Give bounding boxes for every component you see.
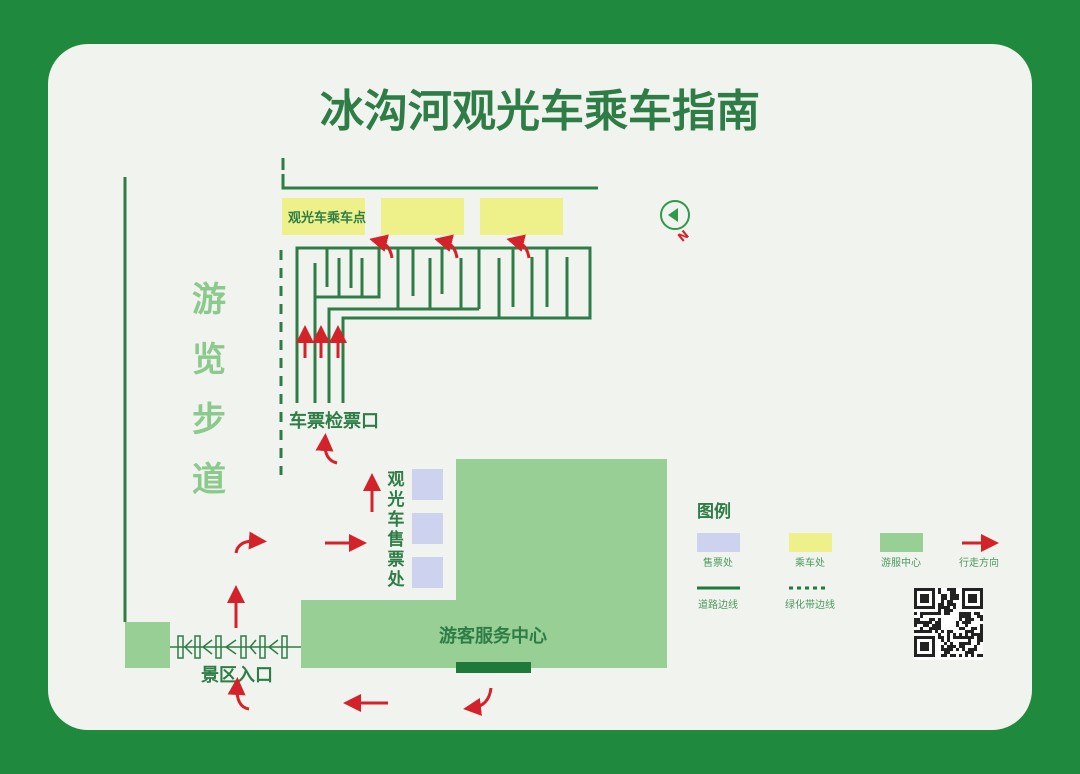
road-edge-top — [281, 174, 598, 190]
legend-title: 图例 — [697, 501, 731, 522]
direction-arrow — [369, 234, 394, 259]
boarding-area-3 — [480, 198, 563, 235]
ticket-office-char: 票 — [388, 550, 405, 570]
direction-arrow — [434, 234, 459, 259]
legend-label: 道路边线 — [698, 598, 738, 611]
entrance-label: 景区入口 — [201, 665, 273, 686]
ticket-office-char: 处 — [387, 569, 406, 590]
walkway-label: 游 览 步 道 — [192, 280, 226, 500]
boarding-point-label: 观光车乘车点 — [288, 210, 366, 226]
ticket-window — [412, 513, 443, 544]
ticket-office-char: 光 — [387, 489, 405, 510]
direction-arrow — [506, 234, 531, 259]
page-title: 冰沟河观光车乘车指南 — [320, 86, 760, 137]
legend-label: 乘车处 — [795, 556, 825, 569]
legend-swatch-boarding — [789, 533, 832, 552]
walkway-char: 游 — [192, 280, 226, 320]
legend-swatch-ticket — [697, 533, 740, 552]
compass-north-label: N — [675, 228, 692, 245]
legend-label: 售票处 — [703, 556, 733, 569]
walkway-char: 道 — [192, 460, 226, 500]
queue-maze — [295, 246, 592, 403]
visitor-center-label: 游客服务中心 — [439, 625, 547, 647]
legend-label: 行走方向 — [959, 556, 999, 569]
greenbelt-box — [125, 622, 170, 668]
legend-label: 游服中心 — [881, 556, 921, 569]
ticket-office-char: 观 — [387, 470, 405, 490]
entrance-gate-icon — [170, 635, 301, 659]
visitor-center-door — [456, 662, 531, 673]
ticket-window — [412, 469, 443, 500]
ticket-office-char: 车 — [388, 509, 405, 530]
direction-arrow — [315, 433, 338, 465]
legend-swatch-center — [880, 533, 923, 552]
ticket-office-char: 售 — [388, 529, 405, 550]
visitor-center-area — [301, 459, 667, 668]
walkway-char: 览 — [192, 340, 226, 380]
ticket-check-label: 车票检票口 — [289, 410, 379, 432]
ticket-office-label: 观 光 车 售 票 处 — [387, 470, 406, 590]
legend-label: 绿化带边线 — [785, 598, 835, 611]
direction-arrow — [234, 531, 267, 554]
qr-code[interactable] — [914, 588, 983, 660]
direction-arrow — [463, 687, 493, 716]
boarding-area-2 — [381, 198, 464, 235]
walkway-char: 步 — [192, 400, 226, 440]
compass-icon: N — [660, 200, 692, 245]
ticket-window — [412, 557, 443, 588]
boarding-area-1 — [282, 198, 365, 235]
direction-arrow — [227, 677, 250, 711]
